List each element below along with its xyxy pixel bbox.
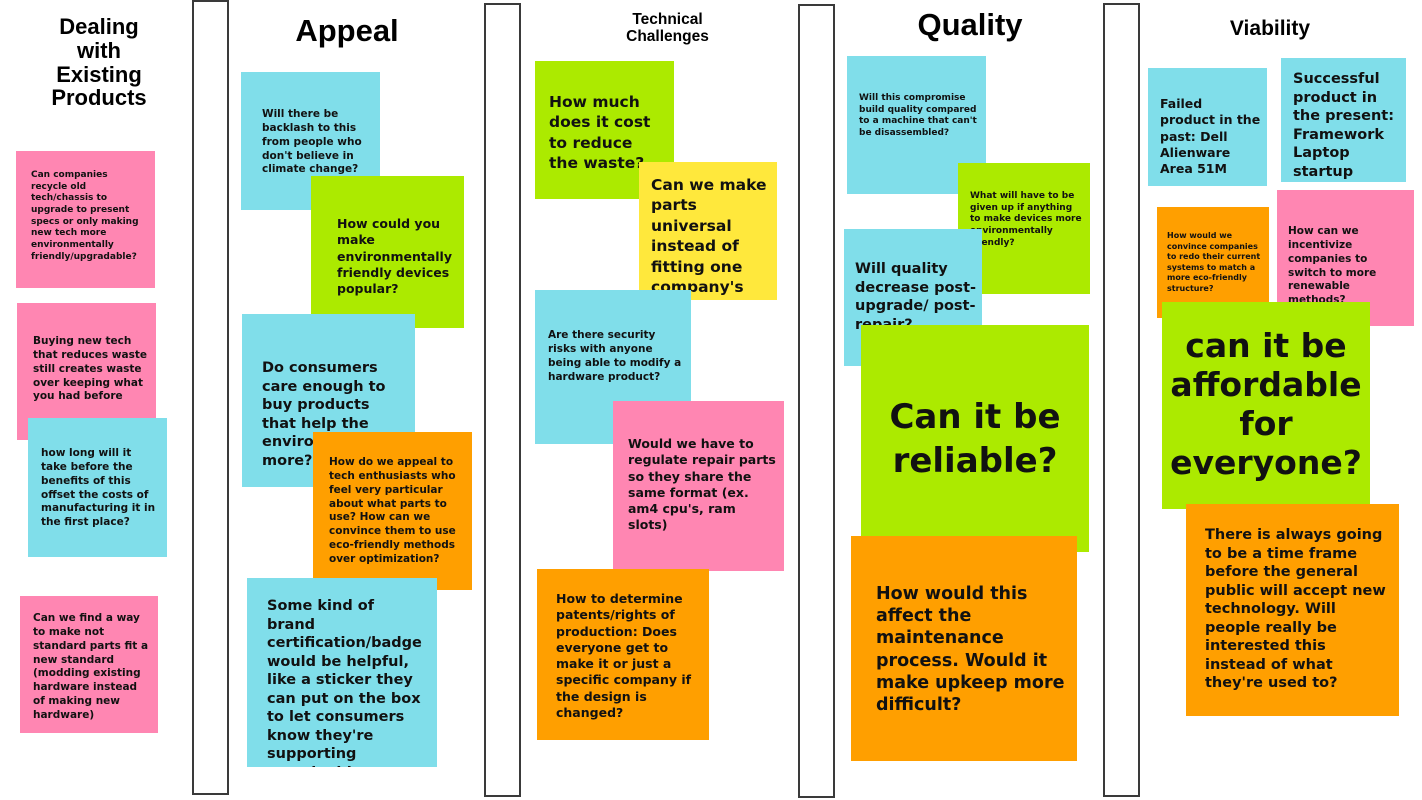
column-heading-technical-challenges: Technical Challenges <box>626 11 709 45</box>
sticky-note-text: Buying new tech that reduces waste still… <box>33 335 147 403</box>
sticky-note: How do we appeal to tech enthusiasts who… <box>313 432 472 590</box>
sticky-note-text: Will quality decrease post-upgrade/ post… <box>855 261 977 333</box>
sticky-note-text: Failed product in the past: Dell Alienwa… <box>1160 96 1261 176</box>
sticky-note: Some kind of brand certification/badge w… <box>247 578 437 767</box>
sticky-note-text: How do we appeal to tech enthusiasts who… <box>329 456 456 566</box>
sticky-note-text: What will have to be given up if anythin… <box>970 191 1082 248</box>
sticky-note-text: How could you make environmentally frien… <box>337 216 452 296</box>
column-divider <box>1103 3 1140 797</box>
sticky-note: How would this affect the maintenance pr… <box>851 536 1077 761</box>
sticky-note-text: how long will it take before the benefit… <box>41 447 156 529</box>
sticky-note: How much does it cost to reduce the wast… <box>535 61 674 199</box>
sticky-note: Can it be reliable? <box>861 325 1089 552</box>
sticky-note-text: Will this compromise build quality compa… <box>859 93 977 139</box>
sticky-note: Buying new tech that reduces waste still… <box>17 303 156 440</box>
sticky-note-text: Can we make parts universal instead of f… <box>651 176 767 300</box>
sticky-note-text: Are there security risks with anyone bei… <box>548 329 682 383</box>
sticky-note: can it be affordable for everyone? <box>1162 302 1370 509</box>
column-heading-existing-products: Dealing with Existing Products <box>51 14 147 111</box>
sticky-note-text: Some kind of brand certification/badge w… <box>267 598 422 767</box>
sticky-note-text: How would we convince companies to redo … <box>1167 231 1261 293</box>
sticky-note: How would we convince companies to redo … <box>1157 207 1269 318</box>
column-heading-appeal: Appeal <box>295 13 399 48</box>
column-divider <box>484 3 521 797</box>
column-heading-viability: Viability <box>1229 17 1311 40</box>
sticky-note: How to determine patents/rights of produ… <box>537 569 709 740</box>
sticky-note-text: Will there be backlash to this from peop… <box>262 108 362 176</box>
sticky-note-text: Successful product in the present: Frame… <box>1293 71 1395 180</box>
sticky-note: how long will it take before the benefit… <box>28 418 167 557</box>
sticky-note: There is always going to be a time frame… <box>1186 504 1399 716</box>
sticky-note-text: Would we have to regulate repair parts s… <box>628 436 776 533</box>
sticky-note-text: How much does it cost to reduce the wast… <box>549 93 651 173</box>
sticky-note: Can we make parts universal instead of f… <box>639 162 777 300</box>
sticky-note-text: Can we find a way to make not standard p… <box>33 612 149 722</box>
sticky-note-text: How to determine patents/rights of produ… <box>556 591 692 720</box>
sticky-note: Will there be backlash to this from peop… <box>241 72 380 210</box>
sticky-note: Would we have to regulate repair parts s… <box>613 401 784 571</box>
column-heading-quality: Quality <box>917 7 1023 42</box>
sticky-note: Successful product in the present: Frame… <box>1281 58 1406 182</box>
sticky-note: Can we find a way to make not standard p… <box>20 596 158 733</box>
sticky-note-text: Can companies recycle old tech/chassis t… <box>31 170 139 262</box>
sticky-note-text: How would this affect the maintenance pr… <box>876 584 1065 716</box>
sticky-note: Failed product in the past: Dell Alienwa… <box>1148 68 1267 186</box>
column-divider <box>798 4 835 798</box>
sticky-note: Can companies recycle old tech/chassis t… <box>16 151 155 288</box>
sticky-note-text: can it be affordable for everyone? <box>1170 326 1362 482</box>
column-divider <box>192 0 229 795</box>
sticky-note-text: Can it be reliable? <box>889 397 1061 482</box>
sticky-note-text: There is always going to be a time frame… <box>1205 527 1386 692</box>
sticky-note: How could you make environmentally frien… <box>311 176 464 328</box>
sticky-note-text: How can we incentivize companies to swit… <box>1288 225 1377 307</box>
